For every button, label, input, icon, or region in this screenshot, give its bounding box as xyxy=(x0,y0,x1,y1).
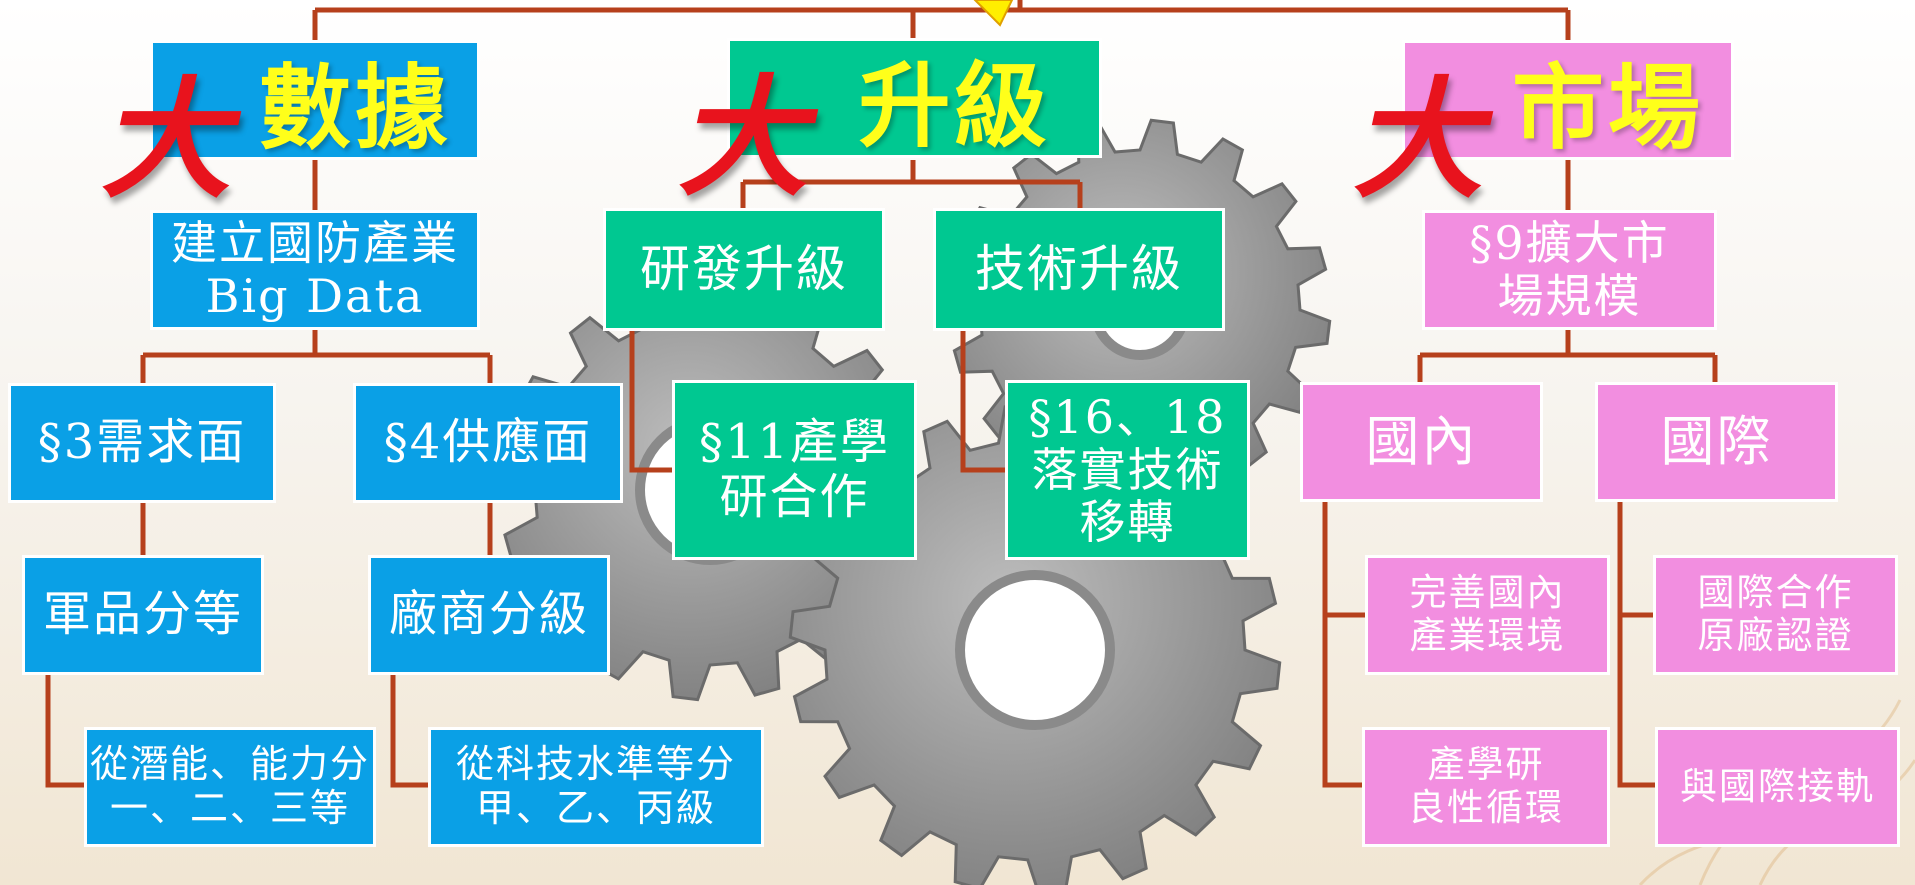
header-big-data: 大 數據 xyxy=(95,40,480,216)
node-industry-academia: §11產學 研合作 xyxy=(672,380,917,560)
node-domestic: 國內 xyxy=(1300,382,1543,502)
node-domestic-env: 完善國內 產業環境 xyxy=(1365,555,1610,675)
node-big-data-root: 建立國防產業 Big Data xyxy=(150,210,480,330)
node-military-detail: 從潛能、能力分 一、二、三等 xyxy=(84,727,376,847)
node-intl-link: 與國際接軌 xyxy=(1655,727,1900,847)
header-title: 數據 xyxy=(258,54,451,162)
arrow-icon xyxy=(973,0,1014,27)
header-title: 市場 xyxy=(1511,54,1704,162)
header-big-upgrade: 大 升級 xyxy=(672,38,1102,214)
node-demand: §3需求面 xyxy=(8,383,276,503)
node-intl-cert: 國際合作 原廠認證 xyxy=(1653,555,1898,675)
node-tech-transfer: §16、18 落實技術 移轉 xyxy=(1005,380,1250,560)
node-vendor-detail: 從科技水準等分 甲、乙、丙級 xyxy=(428,727,764,847)
header-title: 升級 xyxy=(858,52,1051,160)
node-tech-upgrade: 技術升級 xyxy=(933,208,1225,331)
node-supply: §4供應面 xyxy=(353,383,623,503)
node-international: 國際 xyxy=(1595,382,1838,502)
node-vendor-grade: 廠商分級 xyxy=(368,555,610,675)
node-military-grade: 軍品分等 xyxy=(22,555,264,675)
node-market-root: §9擴大市 場規模 xyxy=(1422,210,1717,330)
header-big-market: 大 市場 xyxy=(1347,40,1734,216)
connector-lines xyxy=(45,0,1718,788)
node-domestic-cycle: 產學研 良性循環 xyxy=(1362,727,1610,847)
node-rd-upgrade: 研發升級 xyxy=(603,208,885,331)
